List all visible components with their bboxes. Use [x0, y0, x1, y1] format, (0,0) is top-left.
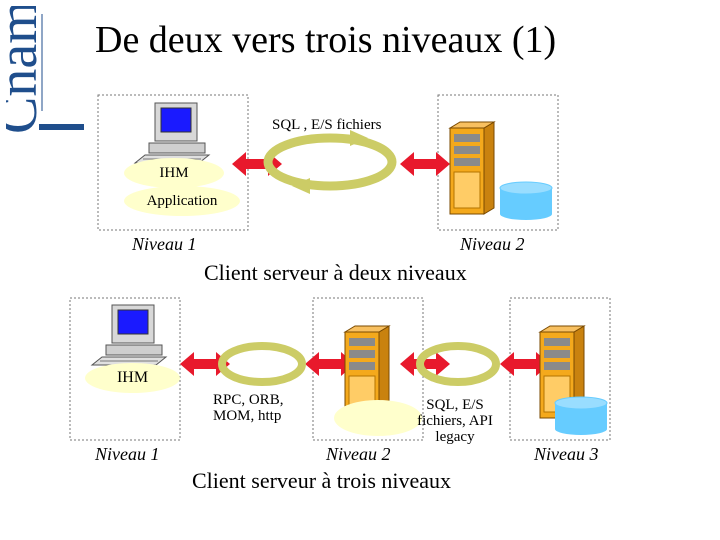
server-box-2tier: [437, 94, 559, 231]
exchange-loop-1-3tier: [218, 342, 306, 386]
level2-label-3tier: Niveau 2: [326, 444, 391, 464]
page-title: De deux vers trois niveaux (1): [95, 19, 557, 61]
middle-oval-3tier: [334, 400, 422, 436]
level1-label-2tier: Niveau 1: [132, 234, 197, 254]
protocol2-line3: legacy: [435, 429, 475, 445]
caption-3tier: Client serveur à trois niveaux: [192, 468, 452, 493]
protocol1-line2: MOM, http: [213, 408, 282, 424]
disk-2tier: [499, 181, 553, 221]
protocol1-label-3tier: RPC, ORB, MOM, http: [213, 392, 283, 424]
client-computer-2tier: [134, 102, 210, 164]
ihm-oval-2tier: IHM: [124, 158, 224, 188]
protocol2-line2: fichiers, API: [417, 413, 493, 429]
server-2tier: [449, 121, 495, 215]
disk-3tier: [554, 396, 608, 436]
cnam-logo: Cnam: [6, 6, 84, 134]
level1-label-3tier: Niveau 1: [95, 444, 160, 464]
exchange-loop-2-3tier: [416, 342, 500, 386]
client-box-3tier: [69, 297, 181, 441]
protocol-label-2tier: SQL , E/S fichiers: [272, 117, 382, 133]
ihm-oval-3tier: IHM: [85, 363, 180, 393]
arrow-right-2tier: [400, 152, 450, 176]
protocol1-line1: RPC, ORB,: [213, 392, 284, 408]
level3-label-3tier: Niveau 3: [534, 444, 599, 464]
client-computer-3tier: [91, 304, 167, 366]
application-oval-2tier: Application: [124, 186, 240, 216]
caption-2tier: Client serveur à deux niveaux: [204, 260, 467, 285]
level2-label-2tier: Niveau 2: [460, 234, 525, 254]
protocol2-line1: SQL, E/S: [426, 397, 484, 413]
exchange-loop-2tier: [263, 133, 397, 191]
protocol2-label-3tier: SQL, E/S fichiers, API legacy: [405, 397, 505, 445]
